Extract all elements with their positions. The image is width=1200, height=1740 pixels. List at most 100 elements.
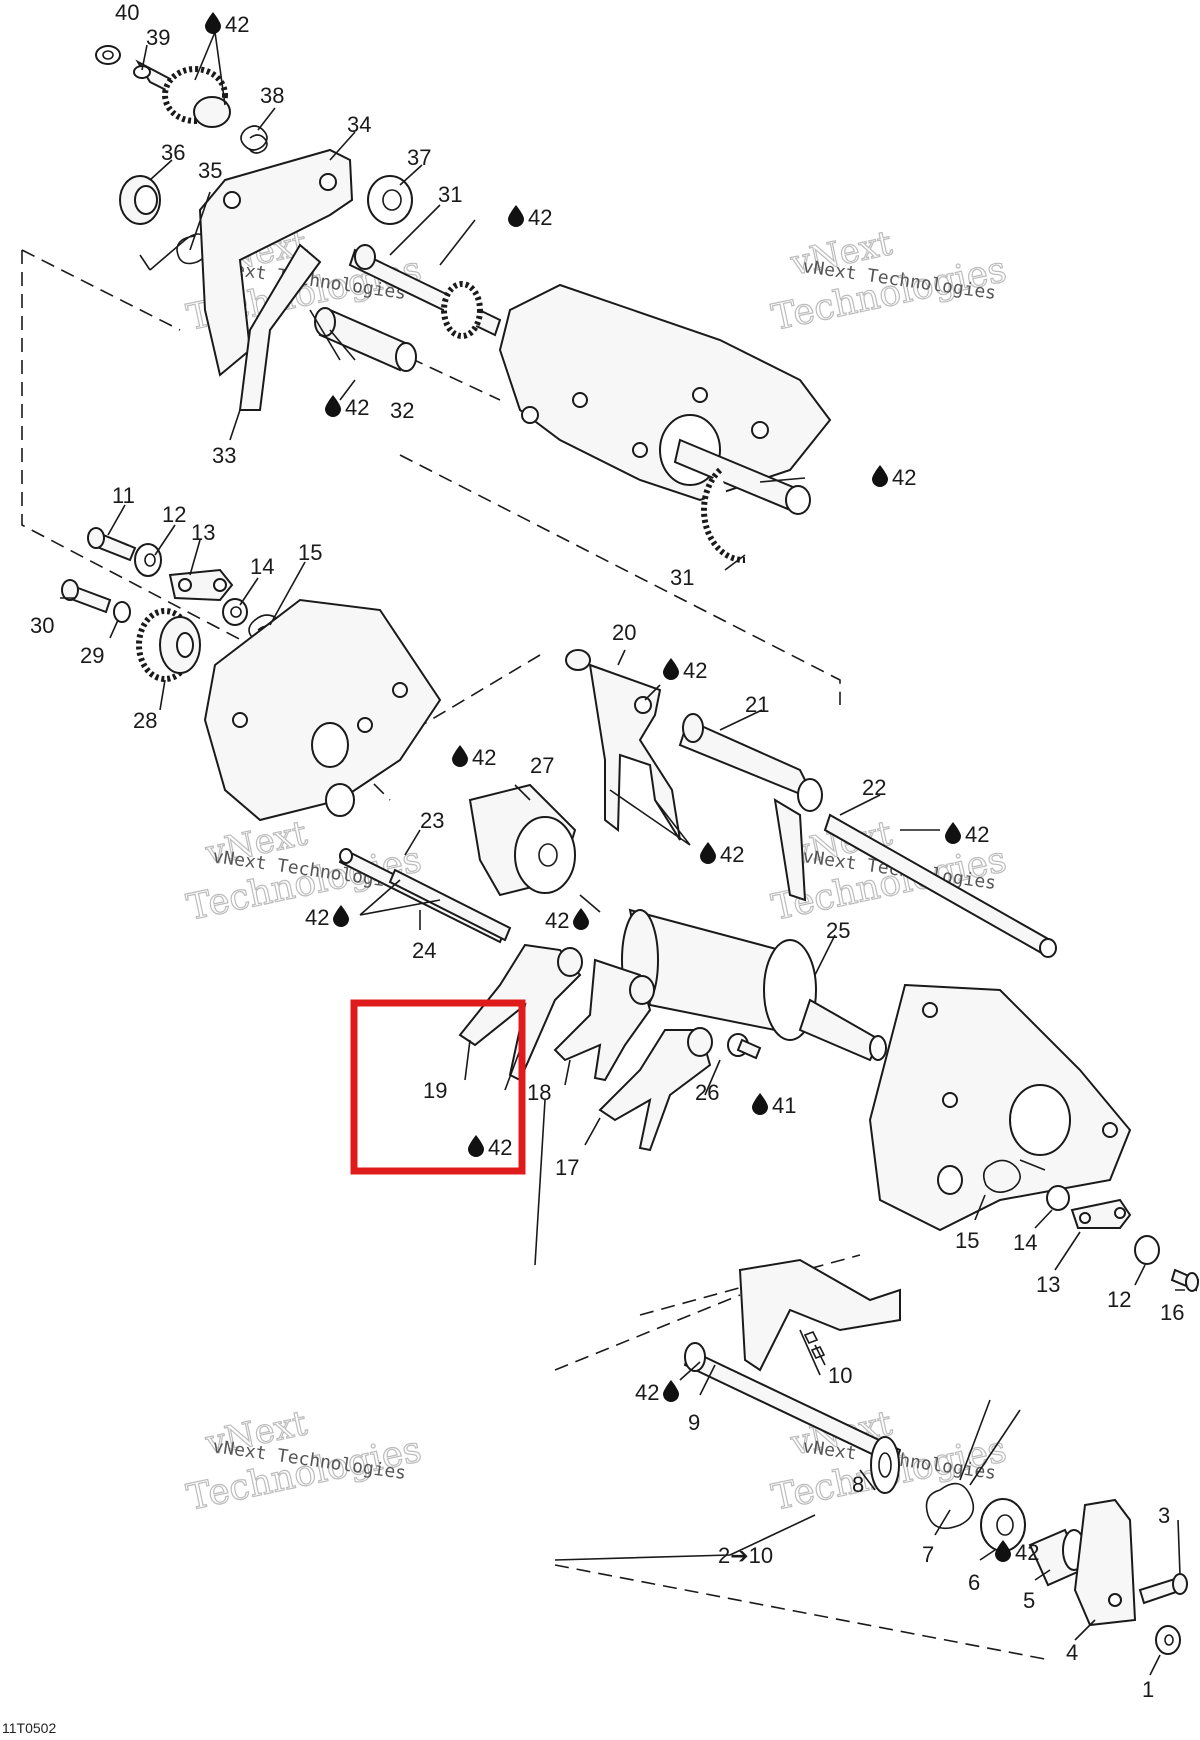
part-11-bolt: [87, 527, 137, 562]
part-40-washer: [95, 45, 121, 65]
part-14-washer-right: [1046, 1185, 1070, 1211]
part-31-lower-shaft: [673, 438, 811, 564]
oil-drop-icon: [945, 822, 961, 844]
oil-drop-icon: [452, 745, 468, 767]
svg-text:42: 42: [683, 658, 707, 683]
part-28-ratchet-gear: [136, 608, 201, 682]
svg-text:42: 42: [345, 395, 369, 420]
oil-drop-icon: [663, 1380, 679, 1402]
part-32-pin: [314, 307, 417, 372]
callout-1: 1: [1142, 1677, 1154, 1702]
lubricant-refs: 42 42 42 42 42 42 42 42: [205, 12, 1039, 1565]
part-14-washer: [222, 598, 248, 626]
callout-33: 33: [212, 443, 236, 468]
svg-text:42: 42: [225, 12, 249, 37]
part-29-washer: [113, 601, 131, 623]
part-3-bolt: [1138, 1573, 1188, 1605]
callouts: 40 39 38 37 36 35 34 33 32 31 31 30 29 2…: [30, 0, 1184, 1702]
part-5-bushing: [1028, 1528, 1086, 1587]
oil-drop-icon: [663, 658, 679, 680]
oil-drop-icon: [573, 908, 589, 930]
callout-31-upper: 31: [438, 182, 462, 207]
callout-18: 18: [527, 1080, 551, 1105]
callout-6: 6: [968, 1570, 980, 1595]
callout-12-left: 12: [162, 502, 186, 527]
part-34-lever-plate: [198, 148, 354, 377]
svg-text:42: 42: [528, 205, 552, 230]
part-20-shift-fork: [565, 649, 681, 841]
part-16-bolt: [1170, 1268, 1200, 1292]
part-10-spring: [799, 1329, 826, 1376]
callout-34: 34: [347, 112, 371, 137]
part-31-upper-shaft: [348, 244, 502, 339]
lube-ref: 42: [205, 12, 249, 37]
svg-text:42: 42: [305, 905, 329, 930]
lube-ref: 42: [995, 1540, 1039, 1565]
callout-3: 3: [1158, 1503, 1170, 1528]
lube-ref: 41: [752, 1093, 796, 1118]
callout-16: 16: [1160, 1300, 1184, 1325]
callout-29: 29: [80, 643, 104, 668]
callout-36: 36: [161, 140, 185, 165]
part-13-lever: [168, 568, 234, 602]
part-22-rod: [823, 813, 1057, 958]
part-35-spring: [139, 233, 210, 271]
part-15-spring-right: [982, 1159, 1046, 1193]
callout-15-right: 15: [955, 1228, 979, 1253]
callout-21: 21: [745, 692, 769, 717]
lube-ref: 42: [508, 205, 552, 230]
callout-14-right: 14: [1013, 1230, 1037, 1255]
oil-drop-icon: [872, 465, 888, 487]
part-26-bolt: [727, 1033, 762, 1060]
part-8-seal: [870, 1436, 900, 1494]
part-33-lever-arm: [238, 243, 322, 411]
oil-drop-icon: [995, 1540, 1011, 1562]
part-30-bolt: [61, 579, 112, 614]
part-37-washer: [367, 175, 413, 225]
lube-ref: 42: [468, 1135, 512, 1160]
svg-text:42: 42: [635, 1380, 659, 1405]
callout-24: 24: [412, 938, 436, 963]
oil-drop-icon: [700, 842, 716, 864]
callout-27: 27: [530, 753, 554, 778]
callout-9: 9: [688, 1410, 700, 1435]
lube-ref: 42: [663, 658, 707, 683]
part-18-shift-fork: [553, 958, 655, 1082]
lube-ref: 42: [945, 822, 989, 847]
callout-11: 11: [112, 483, 135, 508]
lube-ref: 42: [700, 842, 744, 867]
callout-13-left: 13: [191, 520, 215, 545]
oil-drop-icon: [468, 1135, 484, 1157]
callout-37: 37: [407, 145, 431, 170]
callout-20: 20: [612, 620, 636, 645]
callout-30: 30: [30, 613, 54, 638]
part-4-lever: [1073, 1498, 1137, 1627]
svg-text:42: 42: [1015, 1540, 1039, 1565]
svg-text:42: 42: [892, 465, 916, 490]
part-27-drum-segment: [468, 783, 577, 897]
callout-35: 35: [198, 158, 222, 183]
lube-ref: 42: [872, 465, 916, 490]
part-36-bushing: [119, 175, 161, 225]
callout-28: 28: [133, 708, 157, 733]
oil-drop-icon: [333, 905, 349, 927]
part-38-spring: [240, 125, 268, 154]
callout-40: 40: [115, 0, 139, 25]
part-13-lever-right: [1070, 1198, 1132, 1229]
lube-ref: 42: [635, 1380, 679, 1405]
svg-text:41: 41: [772, 1093, 796, 1118]
housing-lower-right: [868, 983, 1132, 1232]
callout-22: 22: [862, 775, 886, 800]
housing-middle: [203, 598, 442, 822]
lube-ref: 42: [452, 745, 496, 770]
callout-7: 7: [922, 1542, 934, 1567]
svg-text:42: 42: [720, 842, 744, 867]
callout-10: 10: [828, 1363, 852, 1388]
lube-ref: 42: [545, 908, 589, 933]
callout-15-left: 15: [298, 540, 322, 565]
part-12-washer: [134, 543, 162, 577]
svg-text:42: 42: [545, 908, 569, 933]
oil-drop-icon: [205, 12, 221, 34]
housing-upper: [498, 283, 832, 502]
